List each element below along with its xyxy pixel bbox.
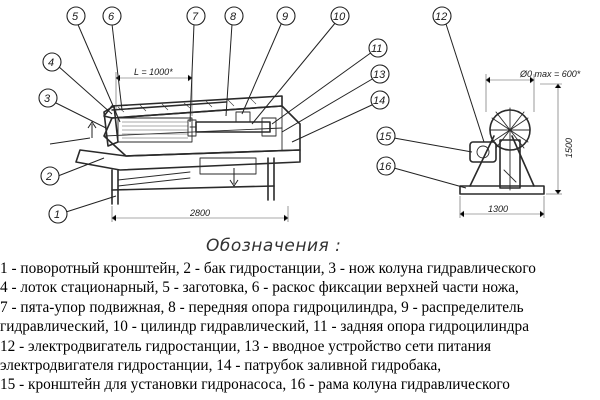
svg-text:4: 4 [48, 57, 54, 69]
svg-text:13: 13 [373, 69, 386, 81]
svg-text:5: 5 [72, 11, 79, 23]
svg-text:6: 6 [108, 11, 115, 23]
dimension-height: 1500 [540, 83, 574, 195]
dimension-frame-length: 2800 [111, 206, 289, 222]
callout-8 [224, 6, 244, 26]
svg-text:8: 8 [230, 11, 237, 23]
dimension-diameter: Ø0 max = 600* [485, 69, 581, 112]
legend-title: Обозначения : [206, 236, 342, 256]
callout-6 [102, 6, 122, 26]
callout-14 [370, 90, 390, 110]
legend-line: 12 - электродвигатель гидростанции, 13 -… [0, 337, 492, 355]
svg-text:3: 3 [44, 93, 51, 105]
svg-text:15: 15 [379, 131, 392, 143]
legend-line: 7 - пята-упор подвижная, 8 - передняя оп… [0, 298, 524, 316]
callout-7 [186, 6, 206, 26]
svg-text:11: 11 [371, 43, 382, 55]
dimension-base-width: 1300 [459, 196, 545, 218]
legend-line: 1 - поворотный кронштейн, 2 - бак гидрос… [0, 260, 536, 277]
svg-text:10: 10 [333, 11, 346, 23]
legend-line: гидравлический, 10 - цилиндр гидравличес… [0, 318, 529, 336]
callouts: 5 6 7 8 9 10 11 13 14 4 [38, 6, 485, 224]
legend-line: 15 - кронштейн для установки гидронасоса… [0, 376, 510, 394]
diameter-label: Ø0 max = 600* [519, 69, 581, 79]
svg-text:1: 1 [54, 209, 60, 221]
stroke-length-label: L = 1000* [134, 67, 173, 77]
svg-text:7: 7 [192, 11, 199, 23]
callout-4 [42, 52, 62, 72]
svg-text:16: 16 [379, 161, 392, 173]
callout-11 [368, 38, 388, 58]
front-view [459, 107, 545, 195]
callout-12 [432, 6, 452, 26]
svg-text:12: 12 [435, 11, 447, 23]
side-view [49, 95, 301, 205]
technical-drawing: L = 1000* 2800 Ø0 [38, 6, 581, 224]
callout-10 [330, 6, 350, 26]
callout-2 [40, 166, 60, 186]
height-label: 1500 [564, 138, 574, 158]
legend-line: 4 - лоток стационарный, 5 - заготовка, 6… [0, 279, 519, 297]
base-width-label: 1300 [488, 204, 508, 214]
legend: 1 - поворотный кронштейн, 2 - бак гидрос… [0, 259, 600, 395]
callout-1 [48, 204, 68, 224]
svg-text:2: 2 [45, 171, 52, 183]
svg-text:9: 9 [282, 11, 288, 23]
callout-3 [38, 88, 58, 108]
callout-16 [376, 156, 396, 176]
legend-line: электродвигателя гидростанции, 14 - патр… [0, 357, 442, 375]
callout-15 [376, 126, 396, 146]
frame-length-label: 2800 [189, 208, 210, 218]
callout-13 [370, 64, 390, 84]
callout-9 [276, 6, 296, 26]
callout-5 [66, 6, 86, 26]
svg-text:14: 14 [373, 95, 385, 107]
